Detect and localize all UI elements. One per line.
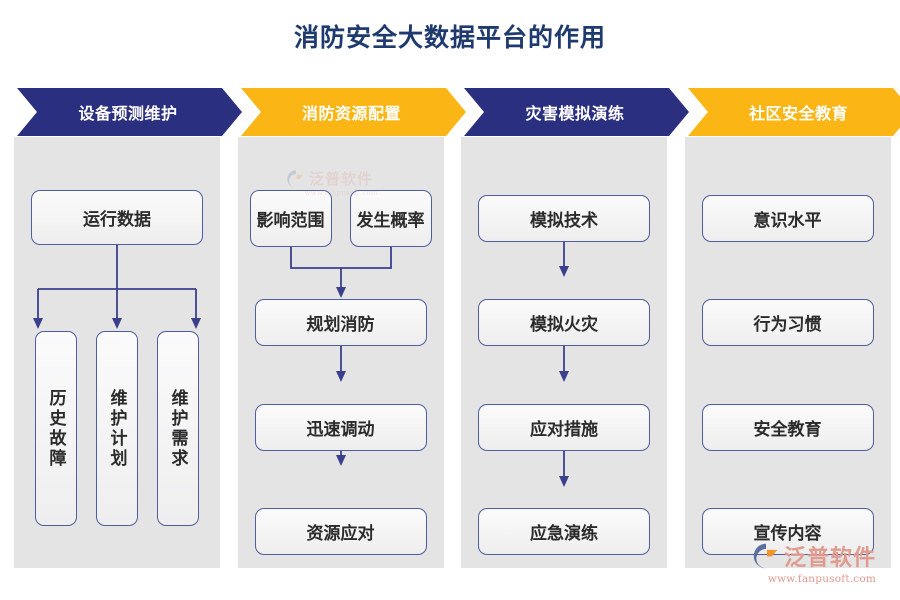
node-response-measures[interactable]: 应对措施 [478, 404, 650, 451]
column-header-label-4: 社区安全教育 [748, 104, 848, 123]
node-promotional-content[interactable]: 宣传内容 [701, 508, 874, 555]
column-header-label-2: 消防资源配置 [301, 104, 401, 123]
column-header-banner-1[interactable]: 设备预测维护 [17, 88, 242, 136]
watermark-url: www.fanpusoft.com [767, 573, 877, 585]
chevron-banner-shape-icon [687, 88, 900, 136]
connector-chain-3 [559, 242, 569, 487]
node-safety-education[interactable]: 安全教育 [701, 404, 874, 451]
connector-merge-chain-2 [289, 245, 392, 466]
node-operational-data[interactable]: 运行数据 [31, 190, 203, 245]
node-maintenance-demand[interactable]: 维护需求 [157, 331, 199, 526]
column-fire-resource-allocation: 消防资源配置 影响范围 发生概率 规划消防 迅速调动 资源应对 [237, 88, 466, 570]
column-header-banner-3[interactable]: 灾害模拟演练 [464, 88, 689, 136]
node-maintenance-plan[interactable]: 维护计划 [96, 331, 138, 526]
column-header-label-3: 灾害模拟演练 [525, 104, 625, 123]
node-behavioral-habits[interactable]: 行为习惯 [701, 299, 874, 346]
node-resource-response[interactable]: 资源应对 [254, 508, 427, 555]
node-simulation-technology[interactable]: 模拟技术 [478, 195, 650, 242]
connector-branch-1 [33, 244, 201, 329]
column-community-safety-education: 社区安全教育 意识水平 行为习惯 安全教育 宣传内容 [684, 88, 900, 570]
node-emergency-drill[interactable]: 应急演练 [478, 508, 650, 555]
node-occurrence-probability[interactable]: 发生概率 [349, 190, 432, 247]
flowchart-columns: 设备预测维护 运行数据 历史故障 维护计划 维护需求 [14, 88, 900, 570]
node-fire-planning[interactable]: 规划消防 [254, 299, 427, 346]
column-header-banner-2[interactable]: 消防资源配置 [240, 88, 466, 136]
node-historical-faults[interactable]: 历史故障 [35, 331, 77, 526]
chevron-banner-shape-icon [240, 88, 466, 136]
column-disaster-simulation-drill: 灾害模拟演练 模拟技术 模拟火灾 应对措施 应急演练 [461, 88, 689, 570]
column-header-banner-4[interactable]: 社区安全教育 [687, 88, 900, 136]
chevron-banner-shape-icon [464, 88, 689, 136]
column-equipment-predictive-maintenance: 设备预测维护 运行数据 历史故障 维护计划 维护需求 [14, 88, 242, 570]
chevron-banner-shape-icon [17, 88, 242, 136]
node-awareness-level[interactable]: 意识水平 [701, 195, 874, 242]
node-rapid-mobilization[interactable]: 迅速调动 [254, 404, 427, 451]
column-header-label-1: 设备预测维护 [78, 104, 178, 123]
page-title: 消防安全大数据平台的作用 [293, 23, 606, 52]
node-impact-scope[interactable]: 影响范围 [249, 190, 332, 247]
node-simulated-fire[interactable]: 模拟火灾 [478, 299, 650, 346]
